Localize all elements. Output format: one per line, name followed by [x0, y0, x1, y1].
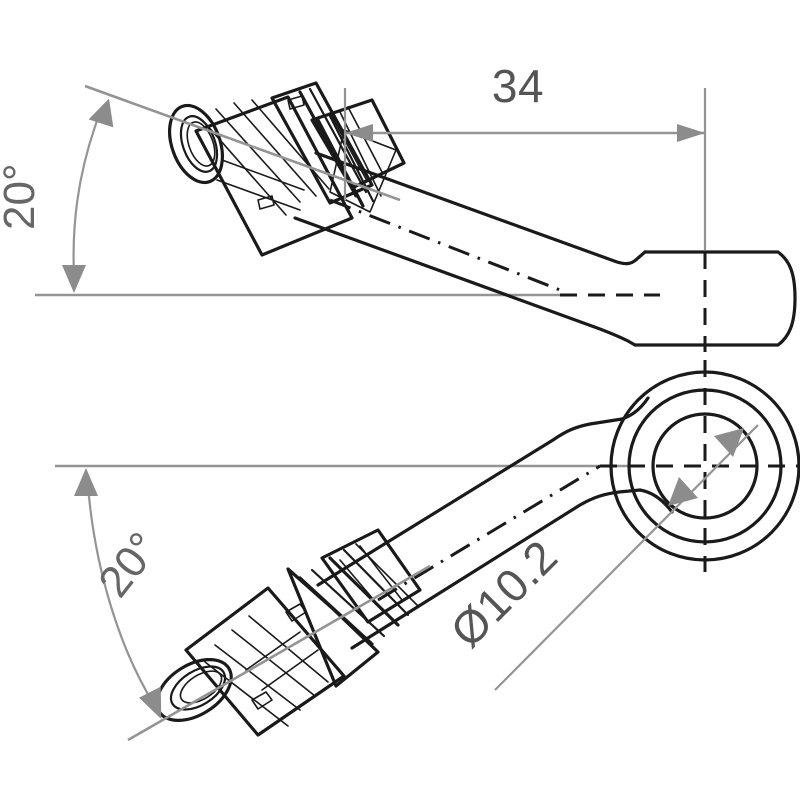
hose-end-fitting-top [168, 81, 406, 257]
arrowhead-right-34 [677, 124, 705, 142]
angle-arrowhead-lower-bottom [139, 686, 162, 719]
ferrule-nut-bottom [320, 528, 422, 624]
angle-reference-ray-bottom [127, 564, 431, 742]
angle-arrowhead-upper-bottom [74, 468, 98, 496]
angle-reference-ray-top [84, 84, 401, 202]
hose-axis-centerline-bottom [377, 464, 601, 602]
hose-axis-centerline-top [329, 198, 561, 292]
diameter-arrowhead-upper [714, 428, 744, 457]
angle-arrowhead-upper-top [88, 98, 114, 128]
ferrule-end-face-bore [179, 115, 219, 173]
arrowhead-left-34 [345, 124, 373, 142]
ferrule-crimp-lines [205, 99, 330, 216]
ferrule-crimp-lines-bottom [204, 615, 329, 727]
hose-body-bottom [316, 417, 642, 650]
length-label-34: 34 [492, 60, 544, 112]
angle-arrowhead-lower-top [62, 265, 86, 293]
dimension-34 [343, 88, 707, 250]
diameter-label: Ø10.2 [440, 530, 567, 657]
angle-label-top: 20° [0, 163, 44, 230]
diameter-arrowhead-lower [668, 477, 698, 506]
diameter-leader-line [494, 424, 759, 691]
angle-label-bottom: 20° [89, 524, 169, 607]
dimension-angle-top [62, 84, 401, 293]
angle-arc-top [72, 109, 103, 277]
ferrule-end-face-bore-bottom [169, 665, 227, 711]
ferrule-nut [310, 98, 406, 190]
plan-view: Ø10.2 20° [55, 360, 800, 742]
banjo-head-top [633, 250, 797, 347]
hose-body-top [293, 151, 647, 347]
side-elevation-view [35, 81, 797, 352]
ferrule-end-face-outer [168, 103, 224, 185]
angle-arc-bottom [86, 485, 156, 707]
hose-end-fitting-bottom [155, 528, 422, 737]
